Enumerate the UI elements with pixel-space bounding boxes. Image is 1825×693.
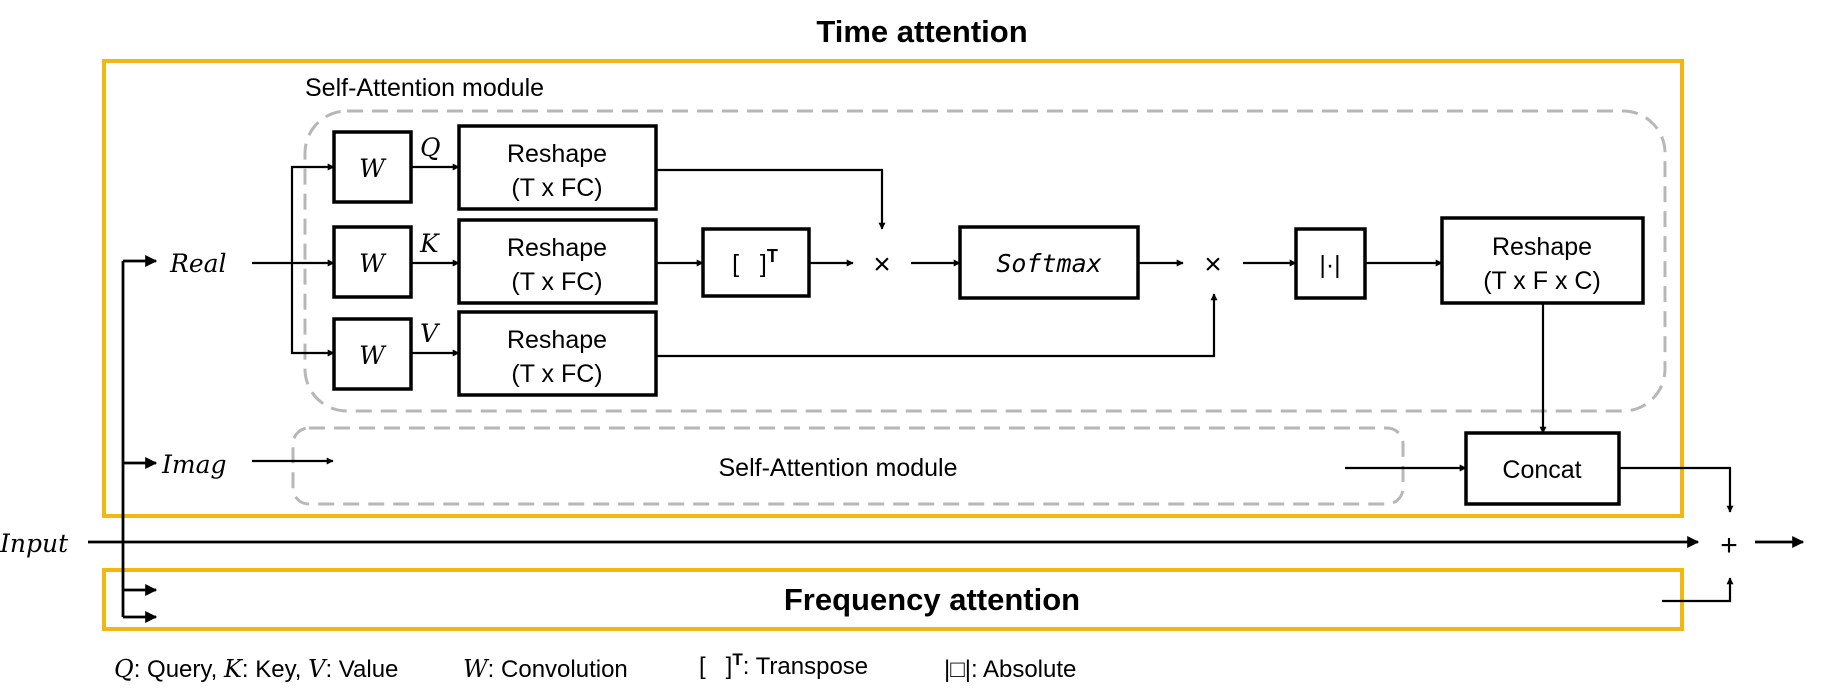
softmax-box: [958, 225, 1140, 300]
legend-transpose-superscript: T: [732, 650, 743, 669]
legend-transpose-symbol: [ ]: [699, 653, 732, 680]
q-label: Q: [420, 133, 441, 162]
w-query-box: [332, 130, 413, 204]
reshape-query-box: [457, 124, 658, 211]
concat-label: Concat: [1502, 456, 1581, 484]
legend-absolute-text: : Absolute: [971, 656, 1076, 683]
frequency-attention-frame: [102, 568, 1684, 631]
multiply-symbol-2: ×: [1204, 248, 1222, 281]
legend-absolute: |□|: Absolute: [944, 656, 1076, 683]
legend-v-text: : Value: [325, 656, 398, 683]
reshape-key-title: Reshape: [507, 234, 607, 262]
sum-symbol: +: [1720, 529, 1738, 562]
legend-w: W: Convolution: [463, 655, 628, 683]
reshape-output-box: [1440, 216, 1645, 305]
softmax-label: Softmax: [996, 249, 1101, 278]
v-label: V: [420, 319, 441, 348]
query-to-multiply-arrow: [656, 168, 886, 230]
legend-absolute-symbol: |□|: [944, 656, 971, 683]
legend: Q: Query, K: Key, V: Value W: Convolutio…: [114, 650, 1076, 683]
input-label: Input: [0, 529, 69, 558]
self-attention-module-label: Self-Attention module: [305, 74, 544, 102]
transpose-box: [701, 227, 811, 298]
time-attention-frame: [102, 59, 1684, 518]
absolute-label: |·|: [1319, 251, 1340, 279]
real-to-wv-arrow: [290, 263, 335, 357]
legend-k-text: : Key,: [242, 656, 308, 683]
self-attention-module-imag-label: Self-Attention module: [718, 454, 957, 482]
legend-q-symbol: Q: [114, 655, 134, 683]
legend-w-symbol: W: [463, 655, 490, 683]
reshape-value-dims: (T x FC): [511, 360, 602, 388]
reshape-key-box: [457, 218, 658, 305]
legend-transpose-text: : Transpose: [743, 653, 868, 680]
legend-w-text: : Convolution: [488, 656, 628, 683]
transpose-label: [ ]T: [732, 246, 778, 278]
value-to-multiply-arrow: [656, 293, 1218, 358]
legend-q-text: : Query,: [134, 656, 224, 683]
multiply-symbol-1: ×: [873, 248, 891, 281]
reshape-query-title: Reshape: [507, 140, 607, 168]
legend-k-symbol: K: [223, 655, 244, 683]
legend-qkv: Q: Query, K: Key, V: Value: [114, 655, 398, 683]
w-key-box: [332, 225, 413, 299]
transpose-bracket: [ ]: [732, 250, 767, 278]
absolute-box: [1294, 227, 1367, 300]
transpose-superscript: T: [767, 246, 778, 266]
time-attention-title: Time attention: [816, 14, 1027, 49]
w-query-label: W: [359, 154, 387, 183]
reshape-value-title: Reshape: [507, 326, 607, 354]
w-value-label: W: [359, 341, 387, 370]
freq-to-sum-arrow: [1662, 577, 1734, 603]
reshape-output-dims: (T x F x C): [1483, 267, 1601, 295]
imag-label: Imag: [161, 450, 227, 479]
real-label: Real: [169, 249, 227, 278]
self-attention-module-imag: [291, 426, 1405, 506]
concat-to-sum-arrow: [1619, 466, 1734, 513]
legend-transpose: [ ]T: Transpose: [699, 650, 868, 680]
legend-v-symbol: V: [308, 655, 328, 683]
reshape-query-dims: (T x FC): [511, 174, 602, 202]
self-attention-module-real: [303, 109, 1667, 413]
reshape-key-dims: (T x FC): [511, 268, 602, 296]
k-label: K: [419, 229, 440, 258]
real-to-wq-arrow: [290, 163, 335, 263]
reshape-output-title: Reshape: [1492, 233, 1592, 261]
frequency-attention-title: Frequency attention: [784, 582, 1080, 617]
w-key-label: W: [359, 249, 387, 278]
reshape-value-box: [457, 310, 658, 397]
